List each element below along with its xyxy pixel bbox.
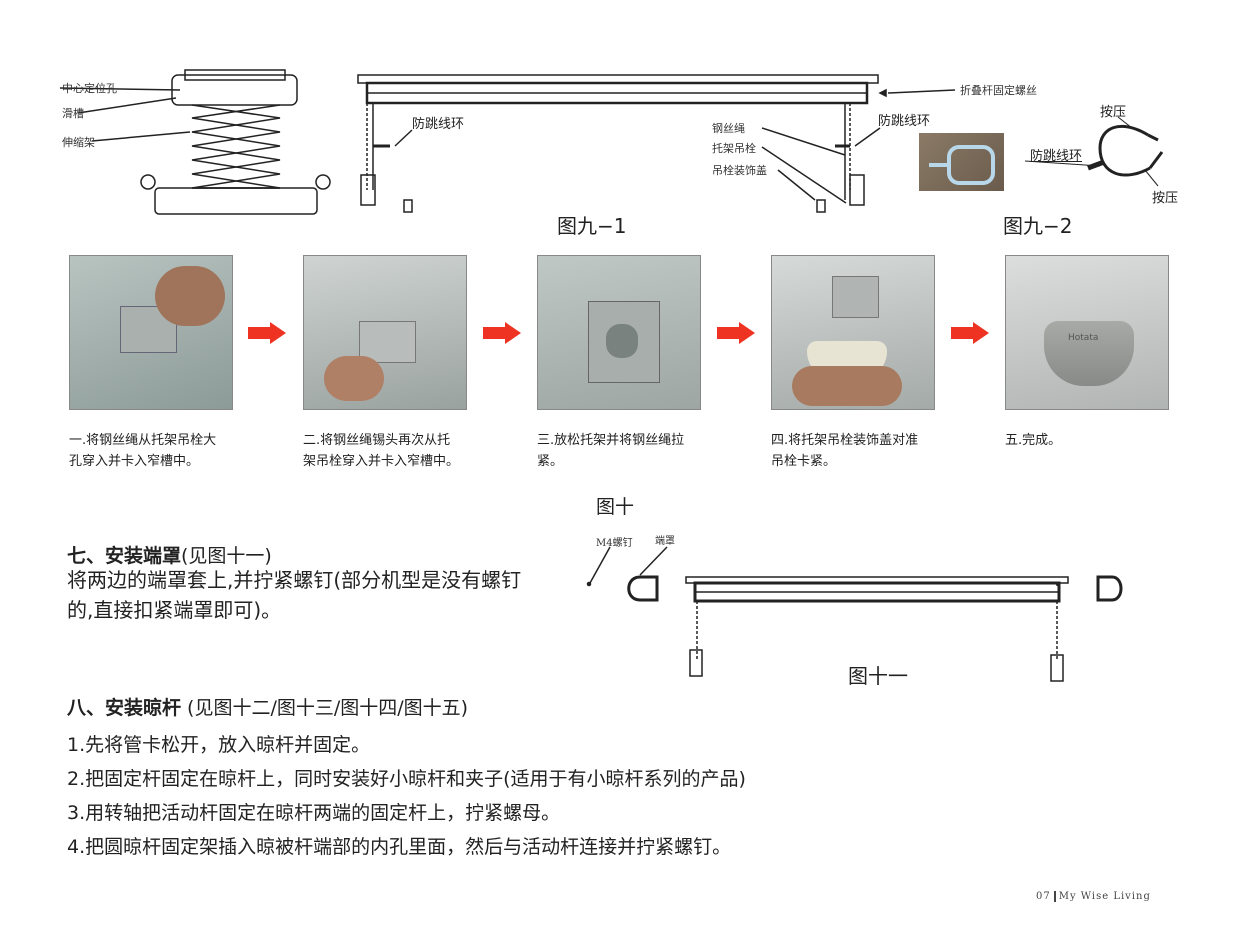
step-photo-1 [69, 255, 233, 410]
label-steel-wire: 钢丝绳 [712, 122, 745, 135]
section-8-line-4: 4.把圆晾杆固定架插入晾被杆端部的内孔里面，然后与活动杆连接并拧紧螺钉。 [67, 836, 732, 858]
anti-jump-ring-photo [919, 133, 1004, 191]
step-caption-5: 五.完成。 [1005, 433, 1062, 448]
label-bolt-cover: 吊栓装饰盖 [712, 164, 767, 177]
section-8-line-2: 2.把固定杆固定在晾杆上，同时安装好小晾杆和夹子(适用于有小晾杆系列的产品) [67, 768, 746, 790]
page-footer: 07 My Wise Living [1036, 891, 1151, 902]
figure-caption-11: 图十一 [848, 664, 908, 688]
footer-brand: My Wise Living [1058, 891, 1151, 902]
step-photo-4 [771, 255, 935, 410]
step-caption-1: 一.将钢丝绳从托架吊栓大孔穿入并卡入窄槽中。 [69, 433, 217, 469]
step-caption-3: 三.放松托架并将钢丝绳拉紧。 [537, 433, 685, 469]
step-photo-2 [303, 255, 467, 410]
label-slide-groove: 滑槽 [62, 107, 84, 120]
label-m4-screw: M4螺钉 [596, 538, 633, 549]
page-number: 07 [1036, 891, 1051, 902]
label-fold-rod-screw: 折叠杆固定螺丝 [960, 84, 1037, 97]
figure-caption-10: 图十 [596, 496, 635, 518]
section-7-ref: (见图十一) [181, 545, 272, 567]
figure-caption-9-1: 图九−1 [557, 214, 627, 238]
label-end-cap: 端罩 [655, 536, 675, 547]
section-7-title: 七、安装端罩 [67, 545, 182, 567]
label-press-top: 按压 [1100, 105, 1127, 120]
arrow-right-icon [951, 322, 989, 344]
label-anti-jump-ring: 防跳线环 [1030, 149, 1083, 164]
arrow-right-icon [717, 322, 755, 344]
label-bracket-bolt: 托架吊栓 [712, 142, 756, 155]
section-8-title: 八、安装晾杆 [67, 697, 182, 719]
label-center-hole: 中心定位孔 [62, 82, 117, 95]
section-8-line-1: 1.先将管卡松开，放入晾杆并固定。 [67, 734, 371, 756]
label-anti-jump-ring-right: 防跳线环 [878, 114, 931, 129]
section-7-body: 将两边的端罩套上,并拧紧螺钉(部分机型是没有螺钉的,直接扣紧端罩即可)。 [67, 568, 522, 622]
arrow-right-icon [248, 322, 286, 344]
label-anti-jump-ring-left: 防跳线环 [412, 117, 465, 132]
telescopic-frame-drawing [59, 69, 1164, 215]
brand-on-cap: Hotata [1068, 333, 1099, 343]
step-photo-3 [537, 255, 701, 410]
section-8-line-3: 3.用转轴把活动杆固定在晾杆两端的固定杆上，拧紧螺母。 [67, 802, 561, 824]
section-7-heading: 七、安装端罩(见图十一) [67, 541, 272, 568]
step-caption-4: 四.将托架吊栓装饰盖对准吊栓卡紧。 [771, 433, 919, 469]
label-telescopic-frame: 伸缩架 [62, 136, 95, 149]
step-photo-5: Hotata [1005, 255, 1169, 410]
section-8-heading: 八、安装晾杆 (见图十二/图十三/图十四/图十五) [67, 693, 468, 720]
arrow-right-icon [483, 322, 521, 344]
end-cap-assembly-drawing [586, 546, 1123, 682]
figure-caption-9-2: 图九−2 [1003, 214, 1073, 238]
label-press-bottom: 按压 [1152, 191, 1179, 206]
section-8-ref: (见图十二/图十三/图十四/图十五) [181, 697, 469, 719]
step-caption-2: 二.将钢丝绳锡头再次从托架吊栓穿入并卡入窄槽中。 [303, 433, 460, 469]
